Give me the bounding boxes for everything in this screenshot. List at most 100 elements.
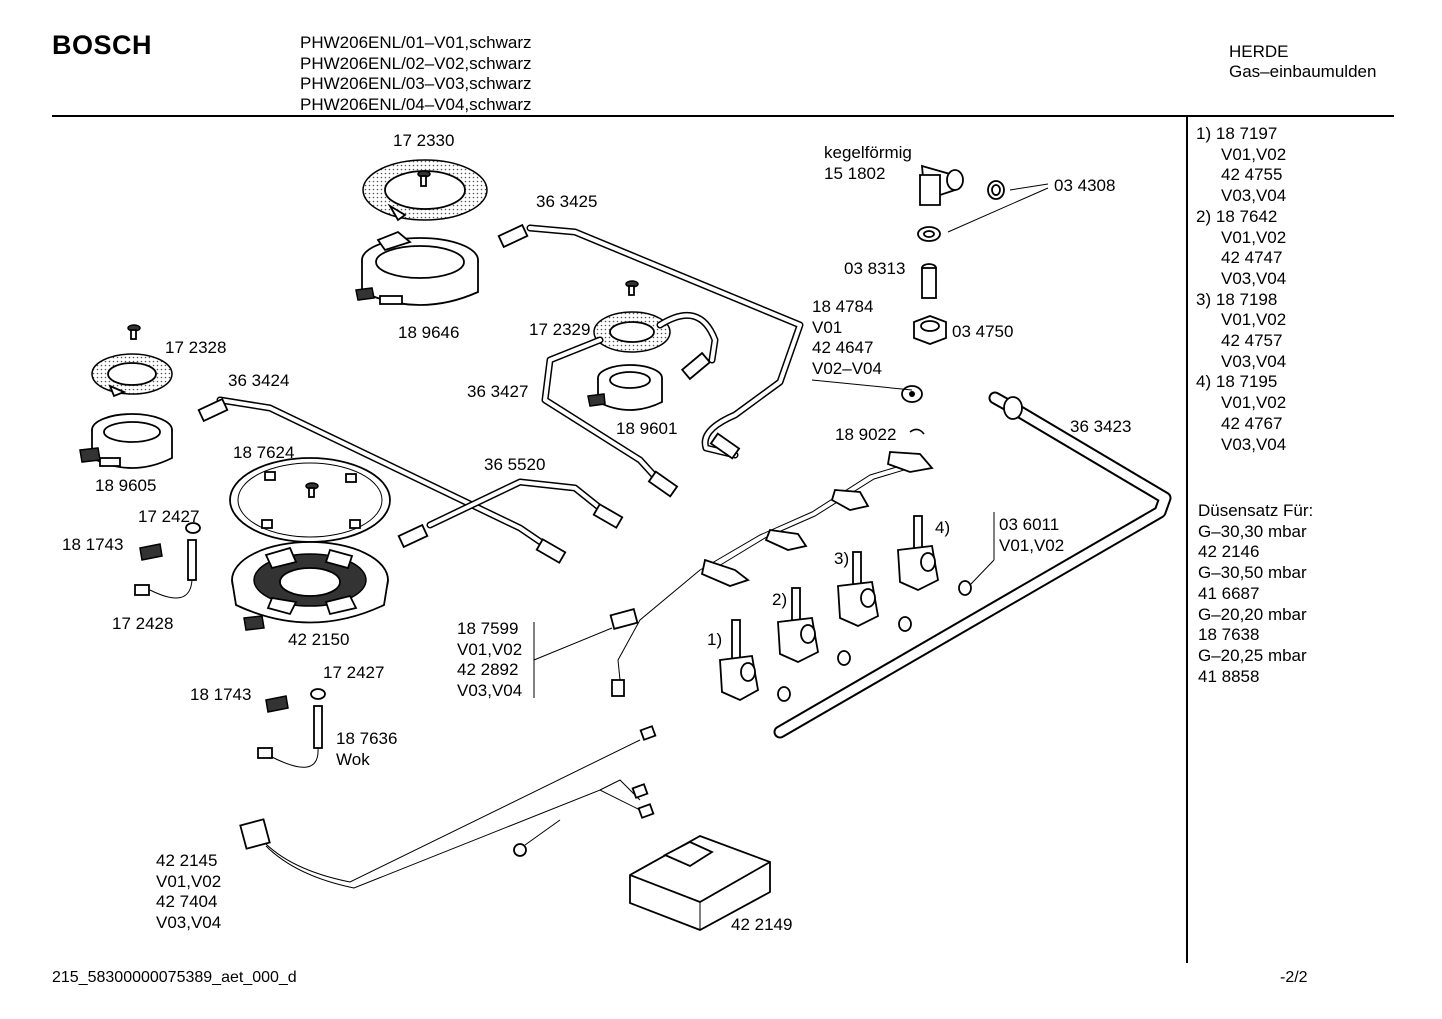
gas-tap-4 [897,515,940,591]
nozzle-set-list: Düsensatz Für: G–30,30 mbar 42 2146 G–30… [1198,501,1313,687]
legend-line: V03,V04 [1221,351,1287,371]
wiring-harness-422145 [239,725,657,889]
label-tap-1: 1) [707,630,723,649]
legend-line: 42 4767 [1221,413,1283,433]
clip-189022 [909,428,925,435]
legend-entry: 2) 18 7642 [1196,206,1278,226]
label-363425: 36 3425 [536,192,598,211]
gas-tap-1 [719,619,759,702]
gas-pipe-363424 [216,396,549,549]
nozzle-fitting-icon [197,223,741,564]
label-363423: 36 3423 [1070,417,1132,436]
label-tap-4: 4) [935,518,951,537]
label-034308: 03 4308 [1054,176,1116,195]
label-tap-2: 2) [772,590,788,609]
bracket-181743-b [265,695,289,713]
label-422149: 42 2149 [731,915,793,934]
label-172427: 17 2427 [323,663,385,682]
label-365520: 36 5520 [484,455,546,474]
subcategory-line: Gas–einbaumulden [1229,62,1377,81]
burner-body-189605 [79,413,173,469]
electrode-172427-a [134,522,201,599]
legend-line: V01,V02 [1221,393,1287,413]
label-187599: 18 7599 V01,V02 42 2892 V03,V04 [457,619,523,701]
legend-entry: 1) 18 7197 [1196,124,1278,143]
nozzle-line: G–30,30 mbar [1198,521,1307,541]
wok-burner-cap-187624 [229,457,391,543]
category-heading: HERDE Gas–einbaumulden [1229,42,1376,82]
label-172328: 17 2328 [165,338,227,357]
label-363424: 36 3424 [228,371,290,390]
document-id: 215_58300000075389_aet_000_d [52,969,297,986]
nozzle-line: 41 6687 [1198,583,1260,603]
label-363427: 36 3427 [467,382,529,401]
burner-cap-ring-172329 [593,311,671,353]
burner-cap-ring-172330 [362,159,488,222]
label-038313: 03 8313 [844,259,906,278]
label-172428: 17 2428 [112,614,174,633]
label-187636: 18 7636 [336,729,398,748]
label-172427: 17 2427 [138,507,200,526]
category-line: HERDE [1229,42,1289,61]
nozzle-line: 41 8858 [1198,666,1260,686]
burner-cap-ring-172328 [91,353,173,398]
legend-line: V03,V04 [1221,186,1287,206]
wok-burner-body-422150 [231,541,389,631]
variant-legend: 1) 18 7197 V01,V02 42 4755 V03,V04 2) 18… [1196,124,1286,455]
screw-icon [127,324,141,340]
seal-ring-036011 [777,580,972,702]
legend-line: 42 4755 [1221,165,1283,185]
nipple-038313 [921,263,937,299]
legend-line: V03,V04 [1221,268,1287,288]
nozzle-set-title: Düsensatz Für: [1198,501,1314,520]
model-line: PHW206ENL/01–V01,schwarz [300,33,532,52]
exploded-parts-drawing [79,159,1172,931]
legend-entry: 3) 18 7198 [1196,289,1278,309]
legend-line: V01,V02 [1221,310,1287,330]
header-divider [52,115,1394,117]
label-422150: 42 2150 [288,630,350,649]
model-list: PHW206ENL/01–V01,schwarz PHW206ENL/02–V0… [300,33,532,115]
model-line: PHW206ENL/04–V04,schwarz [300,94,532,114]
seal-ring-034308 [917,180,1005,242]
nozzle-line: 18 7638 [1198,625,1260,645]
screw-icon [417,170,431,187]
label-181743: 18 1743 [62,535,124,554]
gas-tap-3 [837,551,880,627]
label-wok: Wok [336,750,370,769]
ignition-harness-187599 [609,451,934,697]
brand-logo: BOSCH [52,30,153,60]
label-172329: 17 2329 [529,320,591,339]
nozzle-line: G–30,50 mbar [1198,563,1307,583]
gas-pipe-363425 [526,224,804,459]
main-gas-pipe-363423 [773,391,1172,739]
legend-line: V01,V02 [1221,144,1287,164]
model-line: PHW206ENL/03–V03,schwarz [300,74,532,93]
label-422145: 42 2145 V01,V02 42 7404 V03,V04 [156,851,222,933]
label-036011: 03 6011 V01,V02 [999,515,1065,555]
screw-icon [305,482,319,498]
label-187624: 18 7624 [233,443,295,462]
label-189605: 18 9605 [95,476,157,495]
label-189022: 18 9022 [835,425,897,444]
screw-icon [625,280,639,296]
clip-184784 [901,385,923,403]
label-184784: 18 4784 V01 42 4647 V02–V04 [812,297,882,379]
burner-body-189601 [587,364,663,411]
electrode-172427-b [257,688,326,768]
legend-line: 42 4747 [1221,248,1283,268]
legend-line: V03,V04 [1221,434,1287,454]
model-line: PHW206ENL/02–V02,schwarz [300,53,532,73]
page-number: -2/2 [1280,969,1308,986]
gas-tap-2 [777,587,820,663]
nozzle-line: 42 2146 [1198,542,1260,562]
elbow-connector-151802 [919,164,964,206]
label-189601: 18 9601 [616,419,678,438]
label-tap-3: 3) [834,549,850,568]
label-181743: 18 1743 [190,685,252,704]
legend-entry: 4) 18 7195 [1196,372,1278,392]
spark-generator-422149 [629,835,771,931]
nozzle-line: G–20,25 mbar [1198,645,1307,665]
label-172330: 17 2330 [393,131,455,150]
legend-line: 42 4757 [1221,331,1283,351]
